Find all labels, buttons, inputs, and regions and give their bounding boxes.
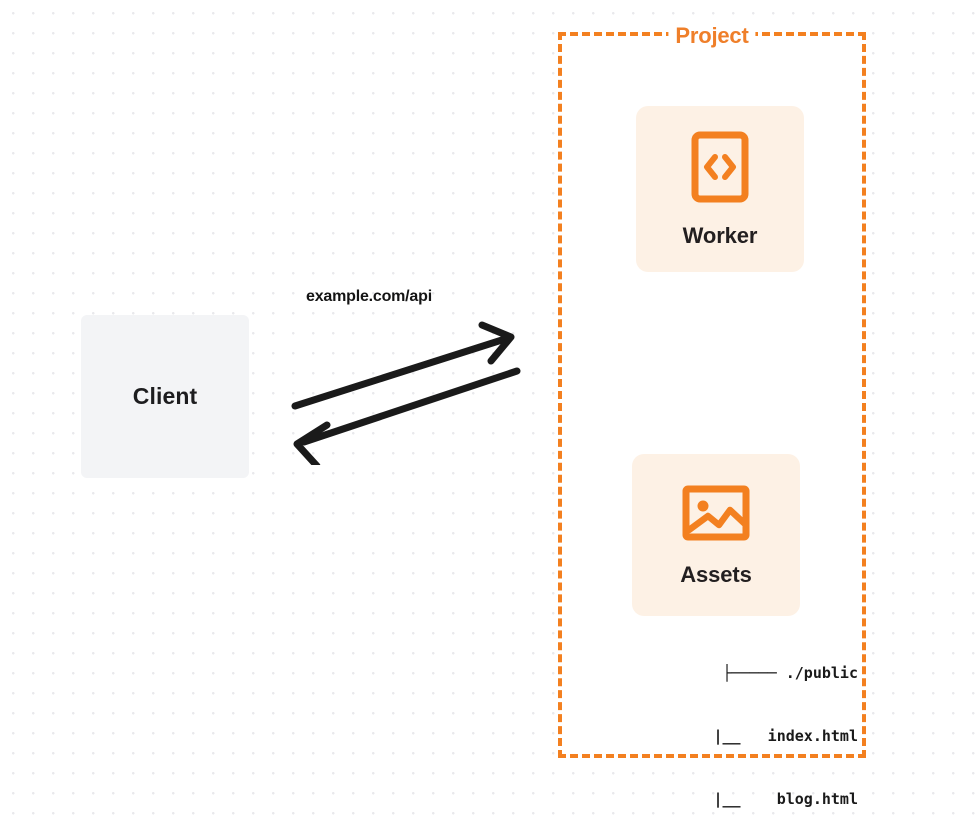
request-arrow <box>291 321 515 410</box>
response-arrow <box>293 367 521 470</box>
connection-label: example.com/api <box>306 288 432 305</box>
file-tree-row: |__ blog.html <box>668 790 858 808</box>
image-icon <box>681 483 751 548</box>
file-tree-row: |__ index.html <box>668 727 858 745</box>
worker-card[interactable]: Worker <box>636 106 804 272</box>
code-brackets-icon <box>690 130 750 209</box>
client-node[interactable]: Client <box>81 315 249 478</box>
file-tree-row: ├───── ./public <box>722 664 858 682</box>
project-boundary: Project Worker Assets <box>558 23 866 808</box>
client-label: Client <box>132 383 198 409</box>
project-title: Project <box>668 23 756 49</box>
assets-label: Assets <box>680 561 752 587</box>
worker-label: Worker <box>682 222 758 248</box>
assets-card[interactable]: Assets <box>632 454 800 616</box>
request-response-arrows <box>270 320 540 470</box>
assets-file-tree: ├───── ./public |__ index.html |__ blog.… <box>612 621 858 818</box>
